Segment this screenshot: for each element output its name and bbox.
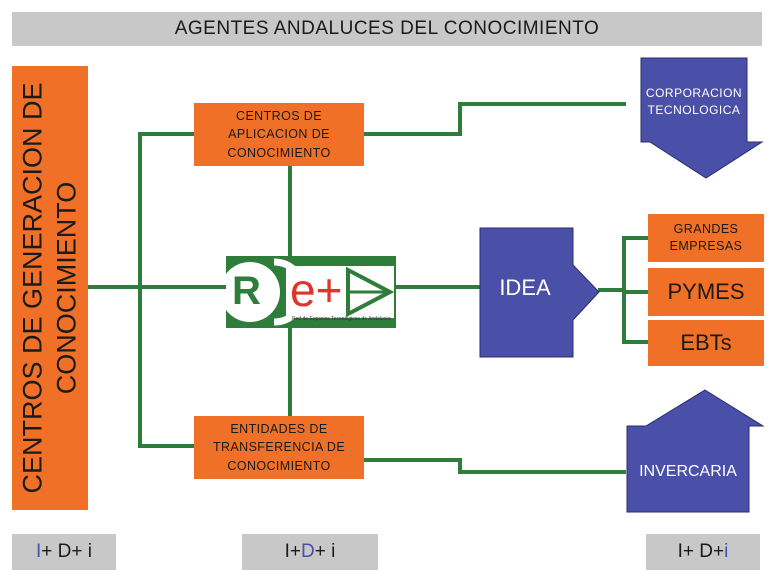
footer-left-rest: + D+ i (41, 541, 92, 562)
logo-tagline: Red de Espacios Tecnológicos de Andalucí… (292, 316, 391, 322)
idea-arrow-shape (479, 227, 600, 358)
connector-to-aplicacion (138, 132, 194, 287)
invercaria-label: INVERCARIA (639, 463, 737, 481)
entidades-transferencia-box: ENTIDADES DE TRANSFERENCIA DE CONOCIMIEN… (194, 416, 364, 479)
footer-idi-center: I+ D+ i (242, 534, 378, 570)
corporacion-tecnologica-label: CORPORACION TECNOLOGICA (645, 85, 743, 117)
reta-logo-graphic (220, 256, 396, 328)
corporacion-tecnologica: CORPORACION TECNOLOGICA (641, 72, 747, 132)
grandes-empresas-box: GRANDES EMPRESAS (648, 214, 764, 262)
invercaria-box: INVERCARIA (627, 440, 749, 504)
footer-center-post: + i (314, 541, 336, 562)
pymes-box: PYMES (648, 268, 764, 316)
footer-right-highlight: i (724, 541, 729, 562)
footer-left-highlight: I (36, 541, 42, 562)
centros-generacion-label: CENTROS DE GENERACION DE CONOCIMIENTO (17, 82, 81, 494)
logo-letters: e+ (290, 264, 343, 316)
footer-center-pre: I+ (284, 541, 302, 562)
entidades-transferencia-label: ENTIDADES DE TRANSFERENCIA DE CONOCIMIEN… (212, 422, 346, 473)
connector-to-invercaria (364, 458, 626, 474)
idea-box: IDEA (480, 260, 570, 316)
centros-aplicacion-box: CENTROS DE APLICACION DE CONOCIMIENTO (194, 103, 364, 166)
footer-idi-right: I+ D+ i (646, 534, 760, 570)
footer-right-pre: I+ D+ (677, 541, 725, 562)
pymes-label: PYMES (667, 279, 745, 305)
footer-idi-left: I+ D+ i (12, 534, 116, 570)
page-title: AGENTES ANDALUCES DEL CONOCIMIENTO (12, 12, 762, 46)
footer-center-highlight: D (301, 541, 315, 562)
reta-logo: R e+ Red de Espacios Tecnológicos de And… (220, 256, 396, 328)
invercaria-arrow-shape (626, 389, 765, 513)
centros-generacion-bar: CENTROS DE GENERACION DE CONOCIMIENTO (12, 66, 88, 510)
ebts-box: EBTs (648, 320, 764, 366)
corporacion-arrow-shape (640, 57, 764, 179)
centros-aplicacion-label: CENTROS DE APLICACION DE CONOCIMIENTO (227, 109, 331, 160)
grandes-empresas-label: GRANDES EMPRESAS (669, 222, 743, 253)
idea-label: IDEA (499, 275, 551, 301)
connector-to-transferencia (138, 287, 194, 448)
ebts-label: EBTs (680, 330, 732, 356)
logo-letter-r: R (232, 269, 261, 313)
connector-to-corporacion (364, 102, 626, 136)
